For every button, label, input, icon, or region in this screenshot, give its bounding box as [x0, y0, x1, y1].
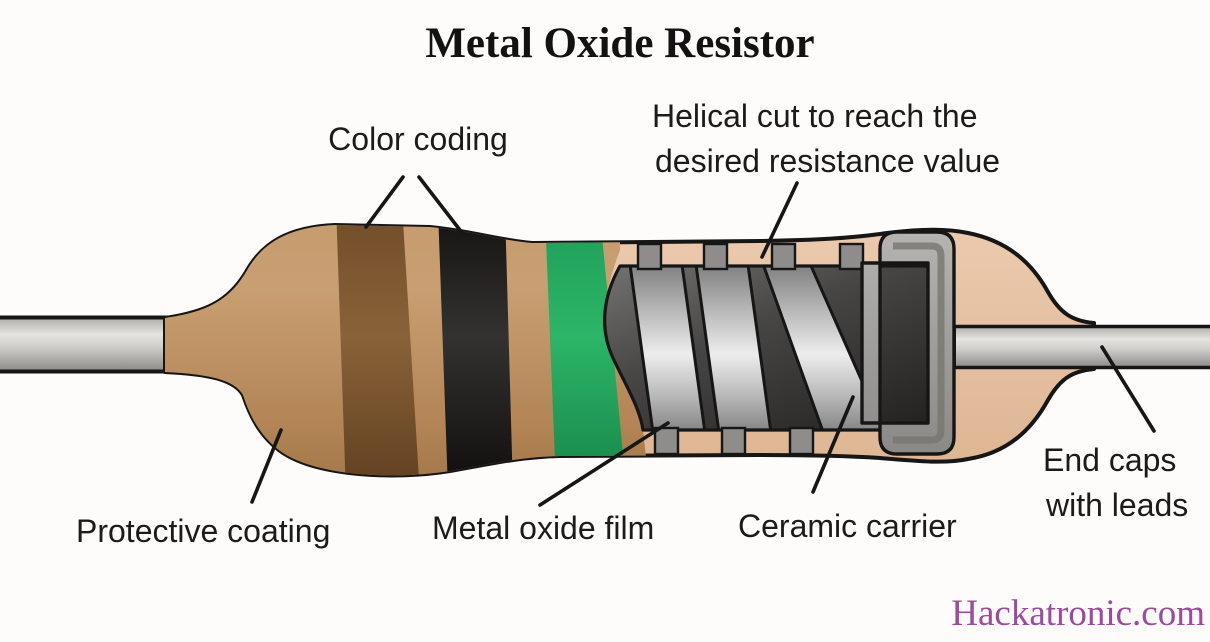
label-color-coding: Color coding: [328, 121, 508, 157]
label-helical-cut-line1: Helical cut to reach the: [652, 98, 978, 134]
label-protective-coating: Protective coating: [76, 513, 330, 549]
watermark: Hackatronic.com: [951, 593, 1205, 634]
end-cap: [860, 230, 956, 456]
leader-metal-oxide-film: [538, 421, 670, 507]
band-black: [438, 225, 513, 476]
label-end-caps-line2: with leads: [1045, 487, 1188, 523]
leader-color-coding-right: [417, 175, 465, 236]
label-metal-oxide-film: Metal oxide film: [432, 510, 654, 546]
band-green: [545, 225, 626, 476]
metal-film-helix-stripe: [755, 266, 891, 430]
film-tabs: [636, 242, 865, 456]
label-helical-cut-line2: desired resistance value: [655, 143, 1000, 179]
band-brown: [336, 225, 420, 476]
leader-protective-coating: [250, 428, 283, 504]
diagram-title: Metal Oxide Resistor: [425, 20, 814, 67]
leader-helical-cut: [760, 181, 799, 259]
end-cap-inner-shadow: [893, 242, 945, 444]
left-lead: [0, 315, 172, 374]
label-end-caps-line1: End caps: [1043, 442, 1176, 478]
leader-color-coding-left: [364, 175, 405, 229]
metal-film-segment: [692, 266, 774, 430]
label-ceramic-carrier: Ceramic carrier: [738, 508, 957, 544]
metal-film-segment: [626, 266, 708, 430]
leader-end-caps: [1100, 345, 1156, 433]
cutaway-outline: [603, 264, 954, 432]
right-lead: [953, 324, 1210, 370]
leader-ceramic-carrier: [811, 395, 855, 494]
